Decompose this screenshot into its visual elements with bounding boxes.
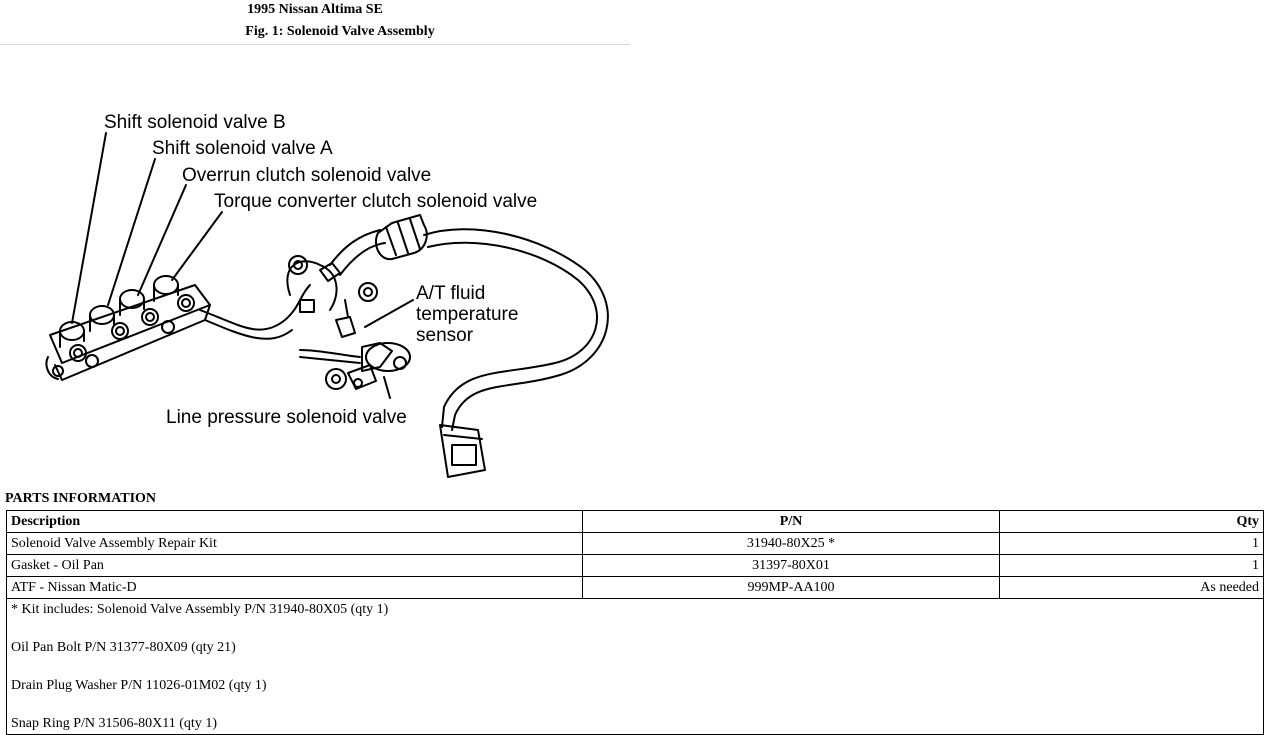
parts-table: Description P/N Qty Solenoid Valve Assem… (6, 510, 1264, 735)
figure-caption: Fig. 1: Solenoid Valve Assembly (245, 24, 435, 39)
leader-shift-a (107, 158, 156, 306)
note-line: Oil Pan Bolt P/N 31377-80X09 (qty 21) (11, 640, 236, 655)
label-atf-line1: A/T fluid (416, 283, 485, 304)
harness-long-cable (423, 228, 609, 431)
label-atf-line3: sensor (416, 325, 474, 346)
col-header-pn: P/N (582, 510, 1000, 533)
label-shift-valve-a: Shift solenoid valve A (152, 138, 333, 159)
kit-notes: * Kit includes: Solenoid Valve Assembly … (6, 598, 1264, 735)
table-notes-row: * Kit includes: Solenoid Valve Assembly … (6, 598, 1264, 735)
cell-pn: 31397-80X01 (582, 554, 1000, 577)
label-shift-valve-b: Shift solenoid valve B (104, 112, 286, 133)
note-line: * Kit includes: Solenoid Valve Assembly … (11, 602, 389, 617)
solenoid-valve-diagram: Shift solenoid valve B Shift solenoid va… (0, 95, 640, 490)
col-header-description: Description (6, 510, 583, 533)
cell-pn: 31940-80X25 * (582, 532, 1000, 555)
harness-connector (439, 424, 486, 478)
cell-qty: 1 (999, 554, 1264, 577)
valve-block-side (54, 304, 211, 381)
cell-qty: As needed (999, 576, 1264, 599)
diagram-drawing (45, 132, 609, 478)
table-header-row: Description P/N Qty (6, 510, 1264, 533)
leader-atf (364, 299, 414, 328)
leader-overrun (137, 184, 187, 296)
solenoid-overrun (119, 289, 145, 309)
table-row: Gasket - Oil Pan 31397-80X01 1 (6, 554, 1264, 577)
cell-description: Solenoid Valve Assembly Repair Kit (6, 532, 583, 555)
cell-description: ATF - Nissan Matic-D (6, 576, 583, 599)
label-line-pressure-valve: Line pressure solenoid valve (166, 407, 407, 428)
atf-sensor (335, 316, 356, 338)
leader-torque (171, 211, 223, 281)
document-title: 1995 Nissan Altima SE (247, 2, 383, 17)
cell-description: Gasket - Oil Pan (6, 554, 583, 577)
cell-pn: 999MP-AA100 (582, 576, 1000, 599)
leader-line-pressure (383, 376, 391, 399)
parts-section-title: PARTS INFORMATION (5, 491, 157, 506)
label-atf-line2: temperature (416, 304, 518, 325)
cell-qty: 1 (999, 532, 1264, 555)
note-line: Snap Ring P/N 31506-80X11 (qty 1) (11, 716, 217, 731)
label-overrun-valve: Overrun clutch solenoid valve (182, 165, 431, 186)
col-header-qty: Qty (999, 510, 1264, 533)
valve-block-mount (45, 356, 59, 380)
table-row: ATF - Nissan Matic-D 999MP-AA100 As need… (6, 576, 1264, 599)
diagram-illustration: Shift solenoid valve B Shift solenoid va… (45, 112, 609, 478)
solenoid-torque (153, 275, 179, 295)
leader-shift-b (71, 132, 107, 324)
label-torque-converter-valve: Torque converter clutch solenoid valve (214, 191, 537, 212)
harness-wire (199, 284, 311, 331)
note-line: Drain Plug Washer P/N 11026-01M02 (qty 1… (11, 678, 267, 693)
line-pressure-valve (365, 342, 411, 372)
document-header: 1995 Nissan Altima SE Fig. 1: Solenoid V… (0, 0, 630, 45)
mount-hole (52, 365, 64, 377)
table-row: Solenoid Valve Assembly Repair Kit 31940… (6, 532, 1264, 555)
